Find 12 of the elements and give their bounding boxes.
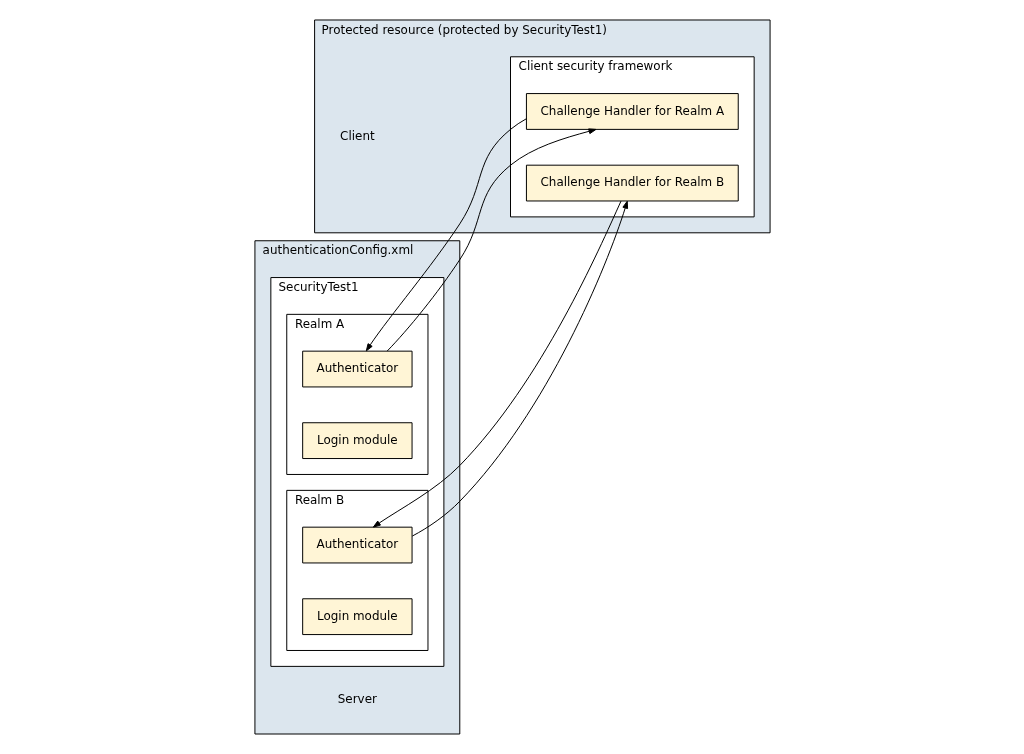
arrow — [365, 118, 527, 352]
arrow — [411, 200, 628, 537]
node-box: Login module — [301, 422, 413, 460]
node-box: Login module — [301, 598, 413, 636]
node-label: Client — [339, 129, 375, 144]
arrow — [372, 200, 621, 528]
node-label: Server — [337, 692, 377, 707]
arrow — [386, 128, 596, 352]
node-box: Authenticator — [301, 350, 413, 388]
node-box: Challenge Handler for Realm A — [525, 93, 739, 130]
node-box: Authenticator — [301, 526, 413, 564]
node-box: Challenge Handler for Realm B — [525, 164, 739, 202]
